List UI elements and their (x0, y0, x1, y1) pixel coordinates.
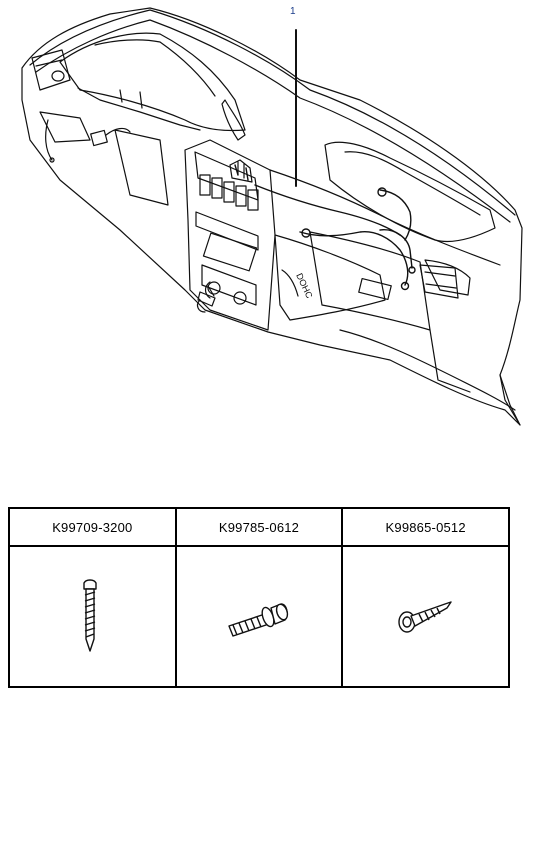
part-number-cell: K99785-0612 (174, 506, 344, 548)
part-number-cell: K99865-0512 (341, 506, 510, 548)
switch-block (199, 159, 259, 211)
flange-bolt-icon (228, 603, 289, 637)
svg-text:DOHC: DOHC (294, 272, 314, 301)
part-image-cell (174, 545, 344, 688)
cowl-edge (29, 9, 516, 216)
parts-table-image-row (8, 545, 510, 688)
right-vent (419, 264, 459, 299)
fastener-parts-table: K99709-3200 K99785-0612 K99865-0512 (8, 506, 510, 688)
center-console (184, 139, 276, 331)
climate-controls (201, 264, 257, 306)
parts-table-header-row: K99709-3200 K99785-0612 K99865-0512 (8, 506, 510, 548)
left-lower-panel (39, 111, 91, 143)
part-image-cell (341, 545, 510, 688)
left-vent (31, 49, 71, 91)
glovebox-recess (324, 141, 496, 243)
part-number-cell: K99709-3200 (8, 506, 177, 548)
washer-screw-icon (397, 601, 452, 633)
dashboard-illustration: DOHC (21, 7, 523, 426)
instrument-cluster-hood (59, 32, 246, 132)
callout-label-1: 1 (290, 6, 296, 17)
dashboard-wiring-diagram: DOHC 1 (21, 6, 523, 426)
wiring-harness (234, 164, 416, 291)
long-tapping-screw-icon (83, 579, 98, 652)
part-image-cell (8, 545, 177, 688)
dashboard-outline (21, 7, 523, 426)
